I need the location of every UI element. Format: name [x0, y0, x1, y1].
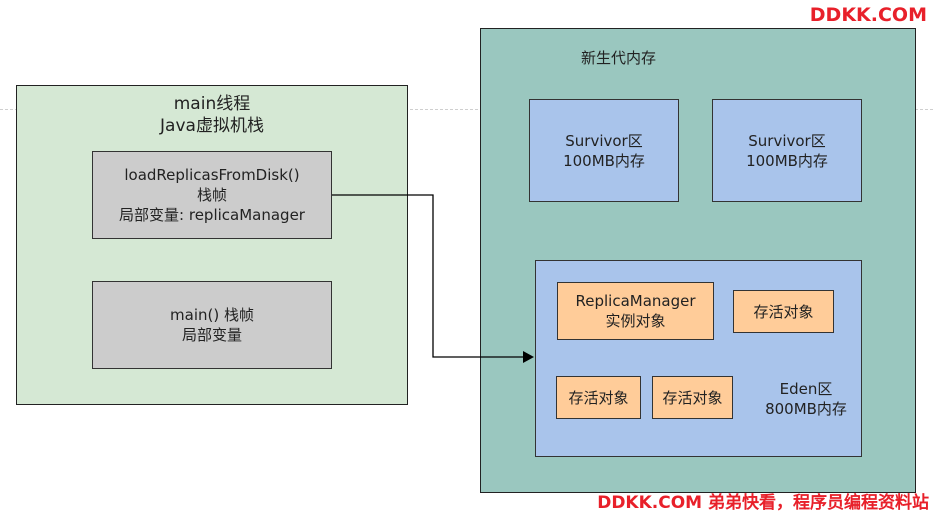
- replica-manager-object: ReplicaManager 实例对象: [557, 282, 714, 340]
- load-replicas-stack-frame: loadReplicasFromDisk() 栈帧 局部变量: replicaM…: [92, 151, 332, 239]
- survivor-space-1: Survivor区 100MB内存: [529, 99, 679, 202]
- young-generation-title: 新生代内存: [581, 49, 657, 67]
- alive-object-3: 存活对象: [652, 376, 733, 419]
- stack-title: main线程 Java虚拟机栈: [17, 93, 407, 137]
- eden-label-name: Eden区: [779, 380, 833, 398]
- watermark-top: DDKK.COM: [809, 4, 927, 26]
- reference-arrow-line: [332, 194, 525, 358]
- eden-label: Eden区 800MB内存: [746, 379, 866, 419]
- background-guideline: [0, 109, 933, 110]
- main-frame-label: main() 栈帧: [170, 306, 254, 324]
- main-stack-frame: main() 栈帧 局部变量: [92, 281, 332, 369]
- alive-object-2: 存活对象: [556, 376, 641, 419]
- jvm-stack-panel: main线程 Java虚拟机栈 loadReplicasFromDisk() 栈…: [16, 85, 408, 405]
- stack-title-line1: main线程: [173, 94, 251, 114]
- replica-object-name: ReplicaManager: [575, 292, 696, 310]
- eden-space: ReplicaManager 实例对象 存活对象 存活对象 存活对象 Eden区…: [535, 260, 862, 457]
- main-frame-local-variable: 局部变量: [181, 326, 242, 344]
- frame-method-name: loadReplicasFromDisk(): [124, 166, 300, 184]
- replica-object-label: 实例对象: [605, 312, 666, 330]
- survivor-2-label: Survivor区: [748, 131, 826, 150]
- alive-object-1: 存活对象: [733, 290, 834, 333]
- survivor-1-label: Survivor区: [565, 131, 643, 150]
- stack-title-line2: Java虚拟机栈: [160, 116, 264, 136]
- survivor-2-size: 100MB内存: [746, 151, 828, 170]
- eden-label-size: 800MB内存: [765, 400, 847, 418]
- young-generation-panel: 新生代内存 Survivor区 100MB内存 Survivor区 100MB内…: [480, 28, 916, 493]
- frame-local-variable: 局部变量: replicaManager: [119, 206, 305, 224]
- survivor-space-2: Survivor区 100MB内存: [712, 99, 862, 202]
- reference-arrow-head: [523, 351, 534, 363]
- frame-label: 栈帧: [196, 186, 227, 204]
- watermark-bottom: DDKK.COM 弟弟快看，程序员编程资料站: [597, 493, 929, 513]
- survivor-1-size: 100MB内存: [563, 151, 645, 170]
